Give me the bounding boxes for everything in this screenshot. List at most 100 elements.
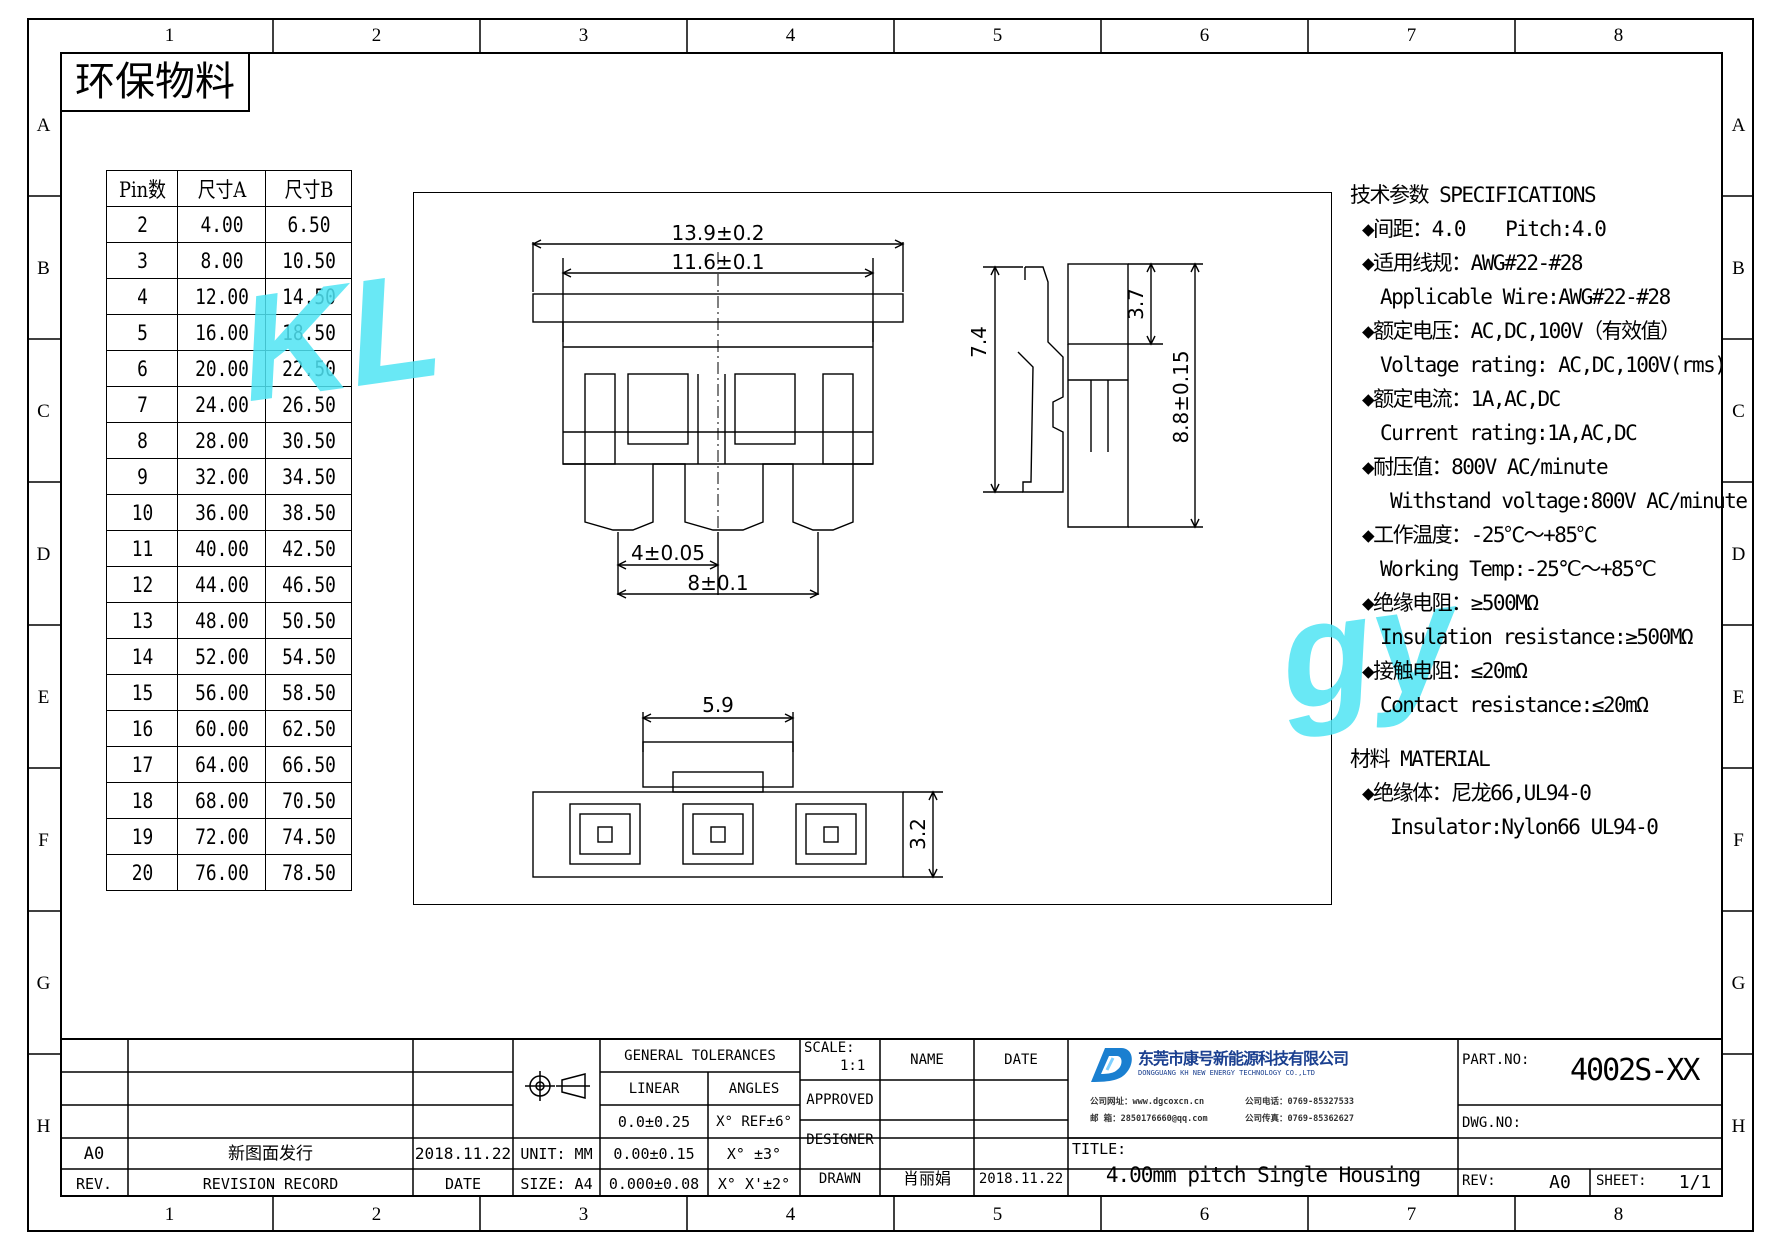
- zone-col-2-bottom: 2: [371, 1204, 382, 1225]
- pin-count-cell: 10: [111, 494, 173, 531]
- table-header-row: Pin数 尺寸A 尺寸B: [107, 170, 352, 207]
- spec-current-cn: ◆额定电流：1A,AC,DC: [1362, 387, 1561, 411]
- zone-row-b: B: [37, 258, 50, 279]
- size-b-cell: 14.50: [271, 278, 346, 315]
- dim-overall-width: 13.9±0.2: [671, 221, 764, 245]
- pin-count-cell: 16: [111, 710, 173, 747]
- spec-temp-en: Working Temp:-25℃～+85℃: [1380, 557, 1657, 581]
- name-col-label: NAME: [910, 1052, 944, 1068]
- dim-side-total: 8.8±0.15: [1169, 350, 1193, 443]
- company-name-cn: 东莞市康号新能源科技有限公司: [1138, 1049, 1349, 1068]
- company-phone: 公司电话：0769-85327533: [1245, 1097, 1355, 1107]
- zone-col-5: 5: [992, 25, 1003, 46]
- size-a-cell: 72.00: [183, 818, 260, 855]
- size-a-cell: 48.00: [183, 602, 260, 639]
- zone-row-e: E: [37, 687, 50, 708]
- zone-row-h: H: [36, 1116, 51, 1137]
- company-website: 公司网址：www.dgcoxcn.cn: [1090, 1097, 1205, 1107]
- eco-material-stamp: 环保物料: [60, 52, 250, 112]
- revision-record-label: REVISION RECORD: [202, 1175, 339, 1193]
- angle-tol-1: X° REF±6°: [716, 1114, 792, 1130]
- dim-bottom-height: 3.2: [906, 818, 930, 850]
- rev-label: REV.: [75, 1175, 113, 1193]
- date-label: DATE: [444, 1175, 482, 1193]
- spec-pitch: ◆间距：4.0 Pitch:4.0: [1350, 212, 1730, 246]
- spec-withstand-cn: ◆耐压值：800V AC/minute: [1362, 455, 1609, 479]
- angle-tol-2: X° ±3°: [726, 1145, 782, 1163]
- zone-col-7: 7: [1406, 25, 1417, 46]
- linear-tol-1: 0.0±0.25: [617, 1113, 691, 1131]
- zone-row-c-right: C: [1732, 401, 1745, 422]
- angles-label: ANGLES: [728, 1081, 780, 1097]
- zone-col-6-bottom: 6: [1199, 1204, 1210, 1225]
- spec-wire-en: Applicable Wire:AWG#22-#28: [1380, 285, 1671, 309]
- dim-pitch-large: 8±0.1: [687, 571, 748, 595]
- zone-row-d-right: D: [1731, 544, 1746, 565]
- zone-col-5-bottom: 5: [992, 1204, 1003, 1225]
- side-view: [983, 262, 1203, 529]
- dim-side-upper: 3.7: [1124, 288, 1148, 320]
- spec-voltage-cn: ◆额定电压：AC,DC,100V（有效值）: [1362, 319, 1681, 343]
- pin-count-cell: 3: [111, 242, 173, 279]
- drawing-title: 4.00mm pitch Single Housing: [1105, 1163, 1421, 1187]
- part-no-label: PART.NO:: [1462, 1052, 1530, 1068]
- zone-row-e-right: E: [1732, 687, 1745, 708]
- general-tolerances: GENERAL TOLERANCES: [624, 1048, 776, 1064]
- spec-pitch-cn: ◆间距：4.0: [1362, 217, 1467, 241]
- zone-row-h-right: H: [1731, 1116, 1746, 1137]
- approved-label: APPROVED: [806, 1092, 874, 1108]
- zone-row-b-right: B: [1732, 258, 1745, 279]
- connector-drawings: 13.9±0.2 11.6±0.1 4±0.05 8±0.1 7.4 3.7 8…: [531, 221, 1203, 879]
- spec-wire-cn: ◆适用线规：AWG#22-#28: [1362, 251, 1584, 275]
- bottom-view: [532, 712, 943, 879]
- spec-insulation-cn: ◆绝缘电阻：≥500MΩ: [1362, 591, 1539, 615]
- spec-current-en: Current rating:1A,AC,DC: [1380, 421, 1638, 445]
- scale-value: 1:1: [840, 1058, 866, 1074]
- size-a-cell: 20.00: [183, 350, 260, 387]
- designer-label: DESIGNER: [806, 1132, 874, 1148]
- size-b-cell: 34.50: [271, 458, 346, 495]
- zone-row-f-right: F: [1733, 830, 1744, 851]
- zone-col-4: 4: [785, 25, 796, 46]
- size-a-cell: 12.00: [183, 278, 260, 315]
- size-b-cell: 66.50: [271, 746, 346, 783]
- zone-row-f: F: [38, 830, 49, 851]
- size-b-cell: 22.50: [271, 350, 346, 387]
- zone-row-a: A: [36, 115, 51, 136]
- zone-col-7-bottom: 7: [1406, 1204, 1417, 1225]
- dim-inner-width: 11.6±0.1: [671, 250, 764, 274]
- revision-date: 2018.11.22: [414, 1144, 512, 1163]
- unit-label: UNIT: MM: [520, 1145, 593, 1163]
- scale-label: SCALE:: [804, 1040, 855, 1056]
- zone-col-8-bottom: 8: [1613, 1204, 1624, 1225]
- zone-col-1-bottom: 1: [164, 1204, 175, 1225]
- rev-field-value: A0: [1549, 1172, 1571, 1193]
- pin-count-cell: 8: [111, 422, 173, 459]
- date-col-label: DATE: [1004, 1052, 1038, 1068]
- specs-heading: 技术参数 SPECIFICATIONS: [1350, 183, 1597, 207]
- dim-bottom-width: 5.9: [702, 693, 734, 717]
- size-a-cell: 56.00: [183, 674, 260, 711]
- inner-frame: [60, 52, 1723, 1197]
- dwg-no-label: DWG.NO:: [1462, 1115, 1522, 1131]
- size-b-cell: 46.50: [271, 566, 346, 603]
- spec-contact-en: Contact resistance:≤20mΩ: [1380, 693, 1649, 717]
- linear-label: LINEAR: [628, 1081, 680, 1097]
- title-label: TITLE:: [1072, 1140, 1127, 1158]
- spec-pitch-en: Pitch:4.0: [1505, 217, 1607, 241]
- spec-insulation-en: Insulation resistance:≥500MΩ: [1380, 625, 1694, 649]
- rev-field-label: REV:: [1462, 1173, 1496, 1189]
- size-a-cell: 40.00: [183, 530, 260, 567]
- size-b-cell: 38.50: [271, 494, 346, 531]
- size-b-cell: 50.50: [271, 602, 346, 639]
- material-en: Insulator:Nylon66 UL94-0: [1390, 815, 1659, 839]
- size-a-cell: 64.00: [183, 746, 260, 783]
